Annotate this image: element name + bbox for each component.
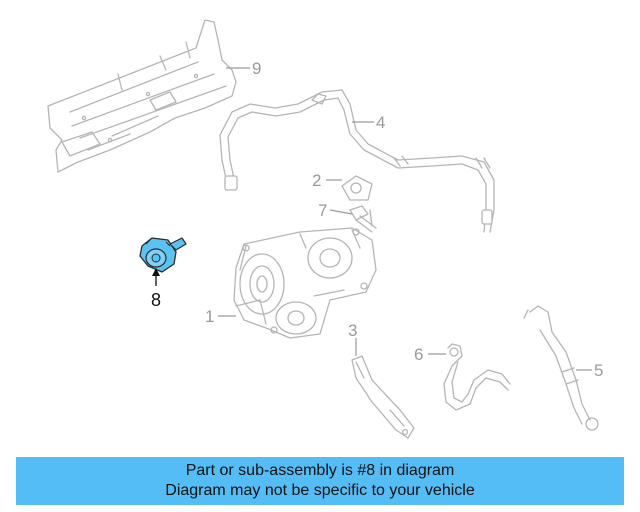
heat-shield-part-9[interactable]: [47, 19, 237, 173]
callout-9[interactable]: 9: [252, 59, 261, 78]
callout-2[interactable]: 2: [312, 171, 321, 190]
oil-feed-line-part-4[interactable]: [219, 89, 495, 233]
coolant-hose-part-6[interactable]: [443, 343, 511, 411]
leader-line-7: [329, 209, 353, 215]
bracket-part-3[interactable]: [351, 355, 415, 439]
stud-part-7[interactable]: [349, 205, 377, 233]
callout-1[interactable]: 1: [205, 307, 214, 326]
leader-arrow-8: [152, 268, 160, 276]
turbocharger-part-1[interactable]: [233, 227, 377, 339]
highlighted-part-8[interactable]: [139, 237, 187, 273]
return-pipe-part-5[interactable]: [523, 305, 599, 431]
parts-diagram: 9 4 2 7 1: [47, 19, 603, 439]
banner-line-1: Part or sub-assembly is #8 in diagram: [185, 462, 455, 479]
callout-4[interactable]: 4: [376, 113, 385, 132]
callout-8[interactable]: 8: [151, 290, 161, 310]
callout-5[interactable]: 5: [594, 361, 603, 380]
gasket-part-2[interactable]: [341, 175, 373, 201]
callout-7[interactable]: 7: [318, 201, 327, 220]
banner-line-2: Diagram may not be specific to your vehi…: [165, 482, 475, 499]
callout-3[interactable]: 3: [348, 321, 357, 340]
info-banner: Part or sub-assembly is #8 in diagram Di…: [16, 457, 624, 505]
callout-6[interactable]: 6: [414, 345, 423, 364]
